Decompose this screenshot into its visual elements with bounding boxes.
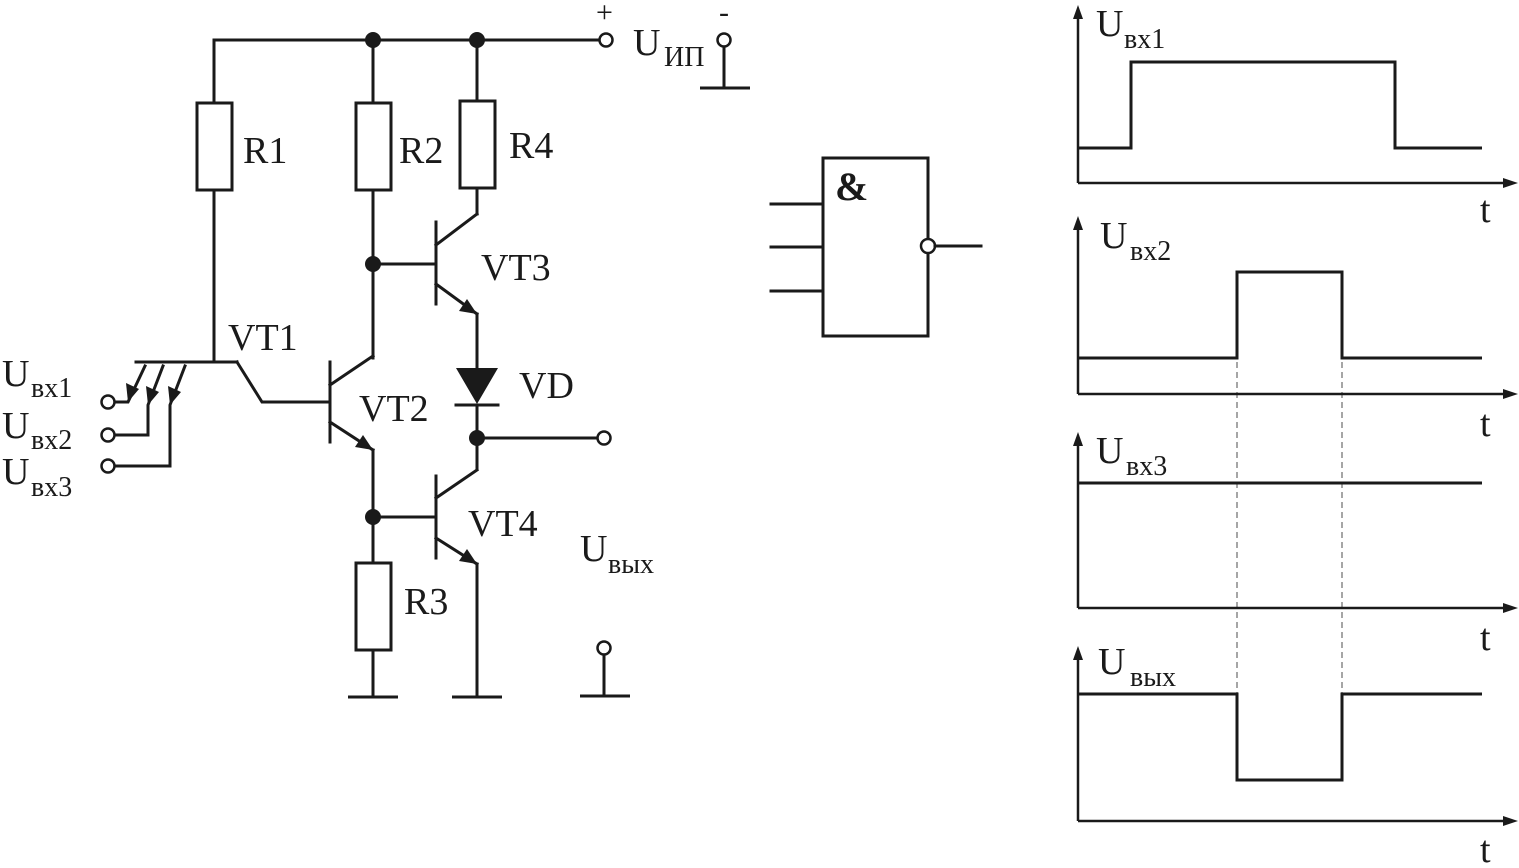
vt1-emitter-arrow-1	[126, 383, 139, 402]
input-label-1: U	[2, 353, 29, 395]
timing-1-x-arrow	[1503, 178, 1518, 188]
label-vt1: VT1	[228, 317, 298, 359]
vt2-collector	[327, 353, 376, 388]
input-label-1-sub: вх1	[31, 373, 72, 404]
timing-diagrams: U вх1 t U вх2 t U вх3 t	[1073, 3, 1518, 868]
input-label-2-sub: вх2	[31, 425, 72, 456]
label-r3: R3	[404, 581, 448, 623]
timing-1-waveform	[1078, 60, 1482, 150]
supply-minus-terminal	[716, 32, 732, 48]
ttl-schematic: + U ИП - R1 VT1 U вх1 U вх2 U вх3 R2	[2, 0, 750, 699]
vt4-emitter-arrow	[459, 549, 477, 564]
timing-4-label-sub: вых	[1130, 662, 1176, 693]
supply-label-sub: ИП	[664, 42, 704, 73]
label-vt4: VT4	[468, 503, 538, 545]
diode-vd	[456, 368, 498, 404]
label-vd: VD	[519, 365, 574, 407]
timing-4-label: U	[1098, 641, 1125, 683]
supply-label: U	[633, 22, 660, 64]
timing-channel-2: U вх2 t	[1073, 215, 1518, 445]
vt2-emitter-arrow	[355, 435, 373, 450]
vt1-emitter-arrow-3	[168, 386, 181, 405]
gate-body	[821, 156, 930, 338]
timing-2-x-arrow	[1503, 389, 1518, 399]
timing-1-label: U	[1096, 3, 1123, 45]
timing-3-label: U	[1096, 430, 1123, 472]
output-label-sub: вых	[608, 549, 654, 580]
timing-1-t-label: t	[1480, 189, 1491, 231]
nand-gate-symbol: &	[769, 156, 983, 338]
vt1-collector	[234, 359, 332, 404]
timing-channel-1: U вх1 t	[1073, 3, 1518, 231]
supply-plus-terminal	[598, 32, 614, 48]
input-terminal-2	[100, 427, 116, 443]
timing-2-label: U	[1100, 215, 1127, 257]
resistor-r1	[195, 101, 234, 192]
timing-4-t-label: t	[1480, 829, 1491, 868]
timing-1-y-arrow	[1073, 5, 1083, 19]
gate-symbol: &	[835, 164, 868, 209]
timing-3-y-arrow	[1073, 432, 1083, 446]
vt1-emitter-arrow-2	[146, 386, 159, 405]
timing-3-x-arrow	[1503, 603, 1518, 613]
supply-plus-sign: +	[596, 0, 613, 29]
timing-3-t-label: t	[1480, 617, 1491, 659]
timing-2-label-sub: вх2	[1130, 236, 1171, 267]
timing-3-label-sub: вх3	[1126, 451, 1167, 482]
label-r4: R4	[509, 125, 553, 167]
resistor-r3	[354, 561, 393, 652]
input-label-3: U	[2, 451, 29, 493]
gate-inversion-bubble	[919, 237, 937, 255]
output-label: U	[580, 528, 607, 570]
label-vt3: VT3	[481, 247, 551, 289]
input-label-2: U	[2, 405, 29, 447]
vt4-collector	[433, 467, 480, 501]
label-r2: R2	[399, 130, 443, 172]
timing-channel-3: U вх3 t	[1073, 430, 1518, 659]
vt1-emitter-3	[110, 364, 187, 468]
vt3-collector	[433, 211, 480, 248]
resistor-r2	[354, 101, 393, 192]
input-terminal-3	[100, 458, 116, 474]
timing-2-waveform	[1078, 270, 1482, 360]
timing-2-t-label: t	[1480, 403, 1491, 445]
output-terminal	[596, 430, 612, 446]
label-r1: R1	[243, 130, 287, 172]
timing-channel-output: U вых t	[1073, 641, 1518, 868]
label-vt2: VT2	[359, 388, 429, 430]
supply-minus-sign: -	[719, 0, 729, 29]
vt3-emitter-arrow	[459, 299, 477, 314]
timing-2-y-arrow	[1073, 216, 1083, 230]
resistor-r4	[458, 99, 497, 190]
timing-4-waveform	[1078, 692, 1482, 782]
input-terminal-1	[100, 394, 116, 410]
input-label-3-sub: вх3	[31, 472, 72, 503]
timing-4-y-arrow	[1073, 646, 1083, 660]
output-ground-terminal	[596, 640, 612, 656]
vt1-emitter-2	[110, 364, 165, 437]
timing-4-x-arrow	[1503, 816, 1518, 826]
timing-1-label-sub: вх1	[1124, 24, 1165, 55]
